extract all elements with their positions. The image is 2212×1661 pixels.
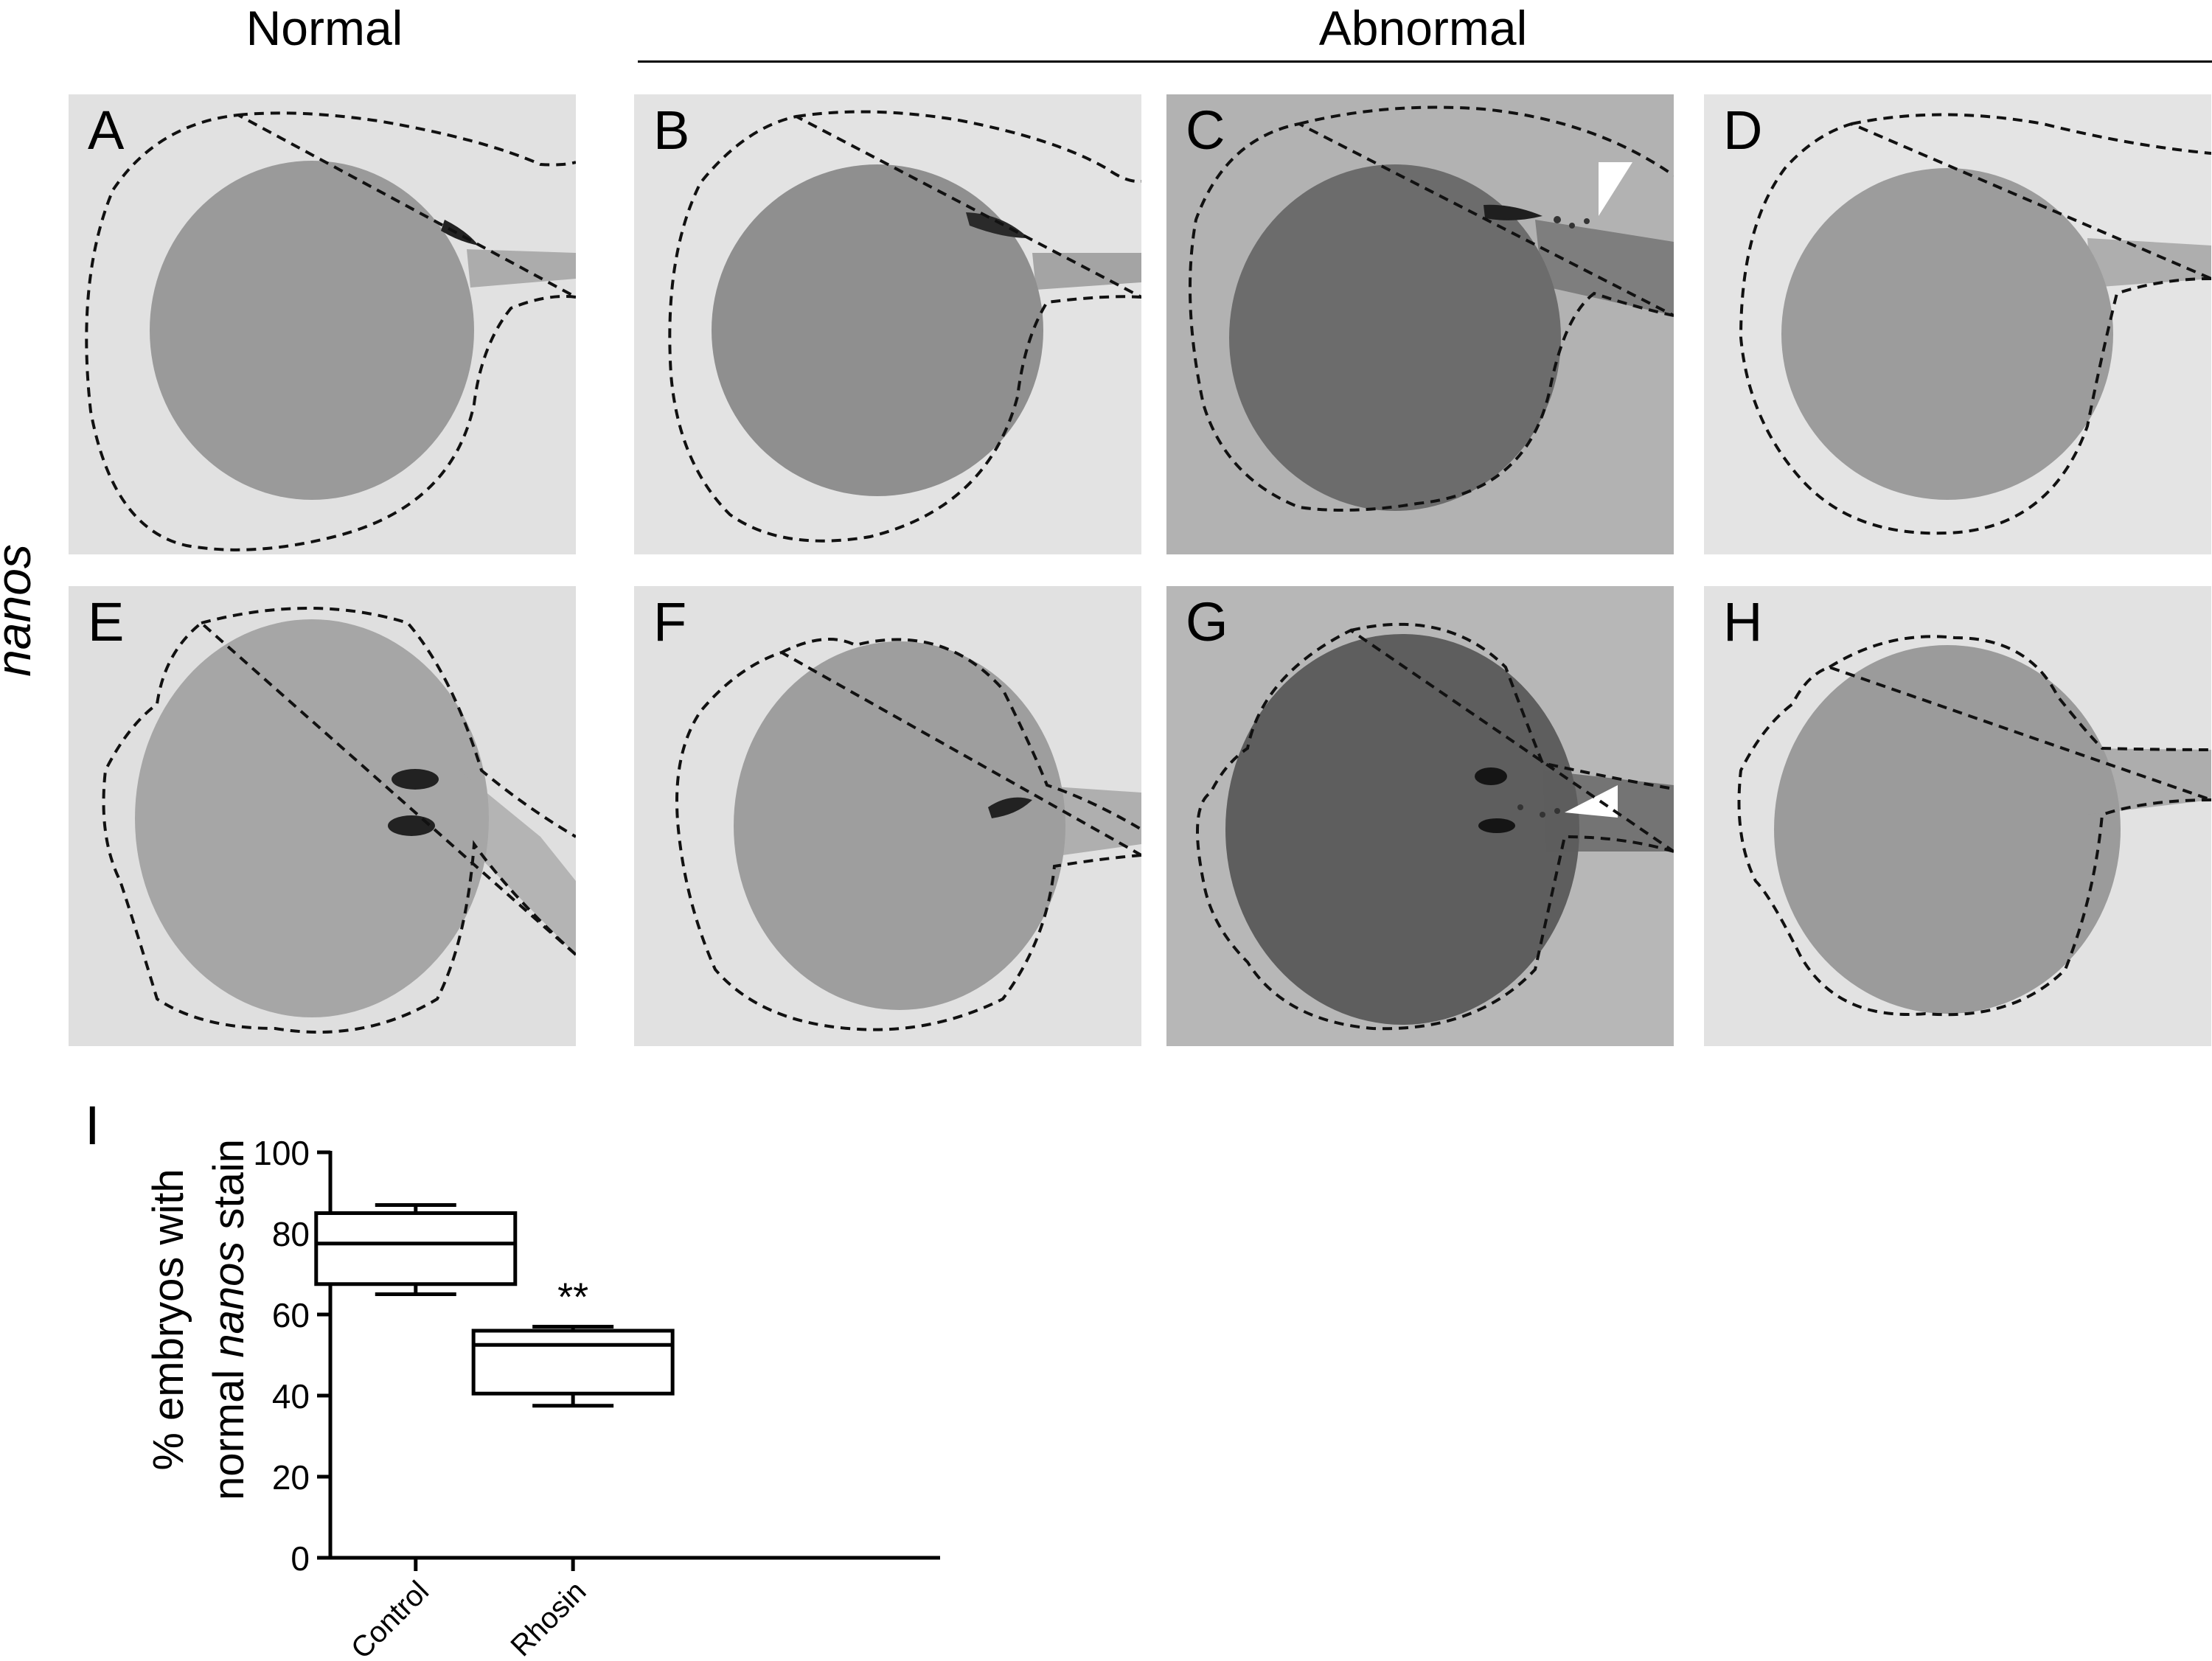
- y-axis-title-line1: % embryos with: [145, 1169, 192, 1470]
- header-abnormal-rule: [638, 60, 2212, 63]
- panel-letter: E: [88, 591, 125, 652]
- box-control: [314, 1211, 518, 1286]
- panel-letter: A: [88, 100, 125, 161]
- arrowhead-marker: [1565, 785, 1618, 818]
- panel-letter: B: [653, 100, 690, 161]
- header-normal: Normal: [246, 1, 403, 55]
- micrograph-panel-e: E: [69, 586, 576, 1046]
- panel-b-image: [634, 94, 1141, 554]
- panel-letter: C: [1186, 100, 1225, 161]
- significance-annotation: **: [557, 1275, 588, 1320]
- arrowhead-marker: [1599, 162, 1632, 216]
- y-tick-label: 80: [272, 1215, 310, 1253]
- box-rhosin: [471, 1329, 675, 1396]
- panel-letter-i: I: [85, 1095, 100, 1156]
- y-tick-label: 0: [291, 1539, 310, 1578]
- panel-g-image: [1166, 586, 1674, 1046]
- x-tick-label: Rhosin: [504, 1575, 592, 1661]
- header-abnormal: Abnormal: [1318, 1, 1528, 55]
- micrograph-panel-h: H: [1704, 586, 2211, 1046]
- panel-f-image: [634, 586, 1141, 1046]
- micrograph-panel-g: G: [1166, 586, 1674, 1046]
- panel-a-image: [69, 94, 576, 554]
- panel-e-image: [69, 586, 576, 1046]
- y-tick-label: 20: [272, 1458, 310, 1497]
- panel-h-image: [1704, 586, 2211, 1046]
- panel-d-image: [1704, 94, 2211, 554]
- panel-letter: G: [1186, 591, 1228, 652]
- micrograph-panel-d: D: [1704, 94, 2211, 554]
- y-tick-label: 40: [272, 1377, 310, 1415]
- micrograph-panel-b: B: [634, 94, 1141, 554]
- y-tick-label: 60: [272, 1296, 310, 1334]
- y-axis-title: % embryos with normal nanos stain: [145, 1139, 253, 1500]
- micrograph-panel-c: C: [1166, 94, 1674, 554]
- y-axis-title-line2: normal nanos stain: [205, 1139, 253, 1500]
- micrograph-panel-f: F: [634, 586, 1141, 1046]
- y-tick-label: 100: [253, 1134, 310, 1172]
- panel-letter: H: [1723, 591, 1763, 652]
- panel-c-image: [1166, 94, 1674, 554]
- micrograph-panel-a: A: [69, 94, 576, 554]
- panel-letter: F: [653, 591, 687, 652]
- x-tick-label: Control: [345, 1575, 435, 1661]
- panel-letter: D: [1723, 100, 1763, 161]
